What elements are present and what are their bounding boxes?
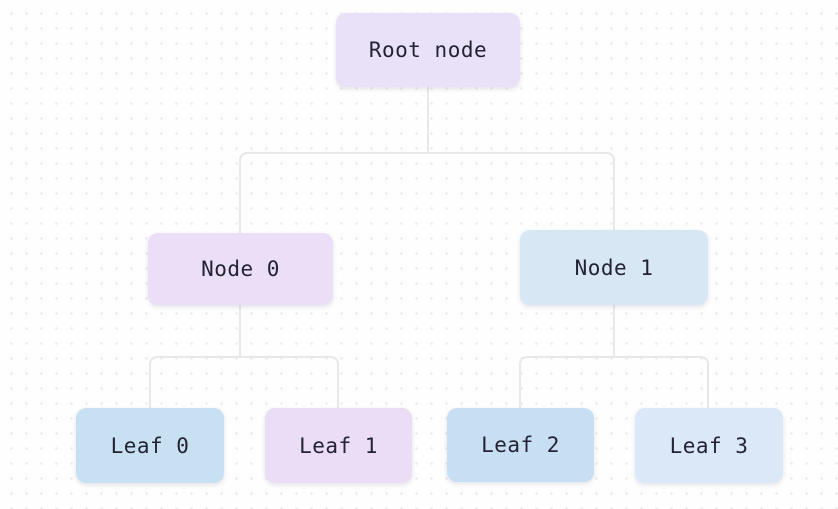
tree-leaf-1-label: Leaf 1 xyxy=(299,433,378,458)
tree-leaf-0-label: Leaf 0 xyxy=(110,433,190,458)
edge-node1-fork xyxy=(519,356,709,408)
tree-leaf-1[interactable]: Leaf 1 xyxy=(265,408,412,483)
tree-leaf-3-label: Leaf 3 xyxy=(669,433,749,458)
tree-node-0-label: Node 0 xyxy=(201,257,280,281)
edge-root-fork xyxy=(239,152,615,233)
tree-leaf-2-label: Leaf 2 xyxy=(481,433,560,457)
tree-node-1[interactable]: Node 1 xyxy=(520,230,708,305)
tree-leaf-3[interactable]: Leaf 3 xyxy=(635,408,783,483)
edge-node0-fork xyxy=(149,356,339,408)
tree-node-root-label: Root node xyxy=(368,38,488,62)
tree-node-root[interactable]: Root node xyxy=(336,13,520,87)
tree-leaf-2[interactable]: Leaf 2 xyxy=(447,408,594,482)
tree-leaf-0[interactable]: Leaf 0 xyxy=(76,408,224,483)
tree-node-1-label: Node 1 xyxy=(574,255,654,280)
tree-node-0[interactable]: Node 0 xyxy=(148,233,333,305)
